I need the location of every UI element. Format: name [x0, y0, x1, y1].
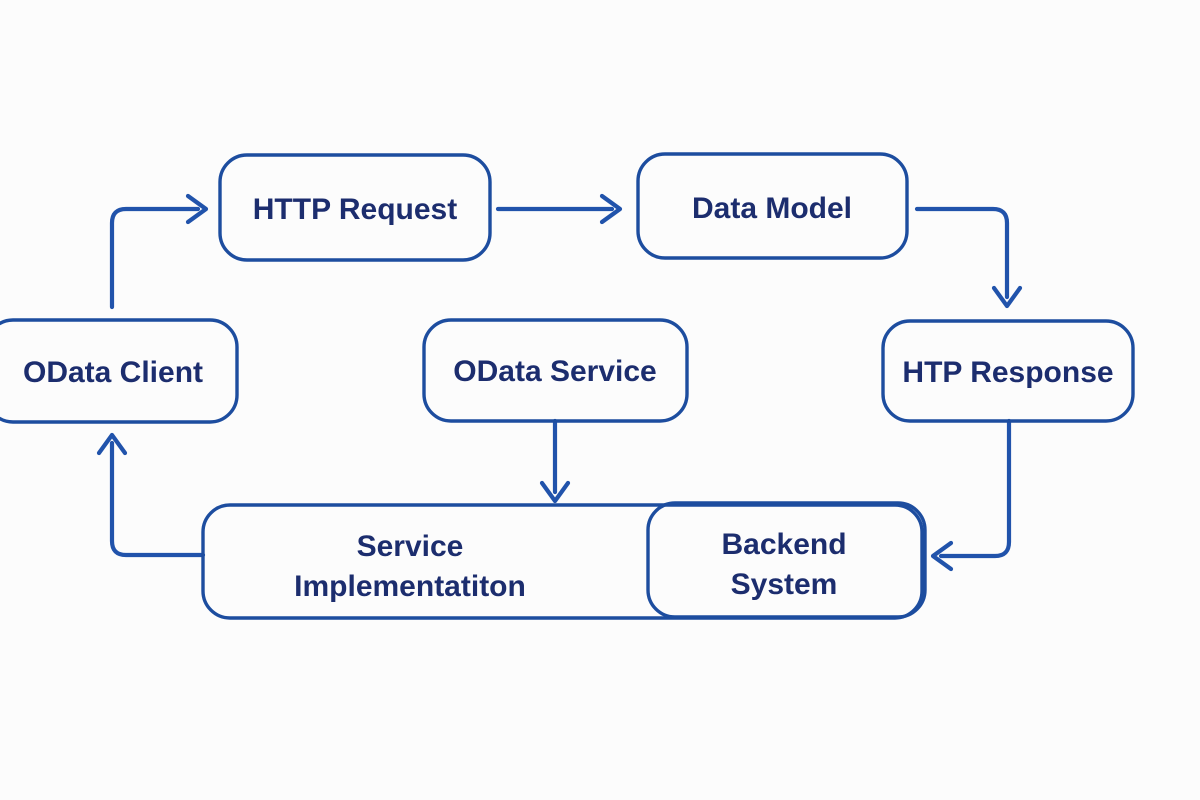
node-data-model	[636, 152, 909, 260]
label-backend-system-line2: System	[731, 568, 838, 601]
label-data-model: Data Model	[692, 192, 852, 225]
label-service-implementation-line2: Implementatiton	[294, 570, 526, 603]
label-odata-service: OData Service	[453, 355, 656, 388]
edge-model-to-response	[914, 206, 1010, 300]
label-backend-system-line1: Backend	[721, 528, 846, 561]
diagram-edges	[96, 193, 1023, 572]
label-http-response: HTP Response	[902, 356, 1113, 389]
arrowhead-request-to-model	[599, 193, 623, 225]
arrowhead-service-to-implementation	[539, 480, 571, 504]
edge-implementation-to-client	[109, 440, 206, 558]
node-service-implementation	[201, 503, 924, 620]
arrowhead-response-to-backend	[930, 540, 954, 572]
arrowhead-implementation-to-client	[96, 432, 128, 456]
arrowhead-model-to-response	[991, 285, 1023, 309]
arrowhead-client-to-request	[185, 193, 209, 225]
label-service-implementation-line1: Service	[357, 530, 464, 563]
edge-response-to-backend	[938, 418, 1012, 559]
node-http-request	[218, 153, 492, 262]
label-http-request: HTTP Request	[253, 193, 457, 226]
diagram-labels: HTTP Request Data Model OData Client ODa…	[23, 192, 1114, 603]
node-odata-service	[422, 318, 689, 423]
edge-client-to-request	[109, 206, 201, 310]
label-odata-client: OData Client	[23, 356, 203, 389]
node-backend-system	[646, 501, 927, 619]
node-odata-client	[0, 318, 239, 424]
node-http-response	[881, 319, 1135, 423]
diagram-nodes	[0, 152, 1135, 620]
